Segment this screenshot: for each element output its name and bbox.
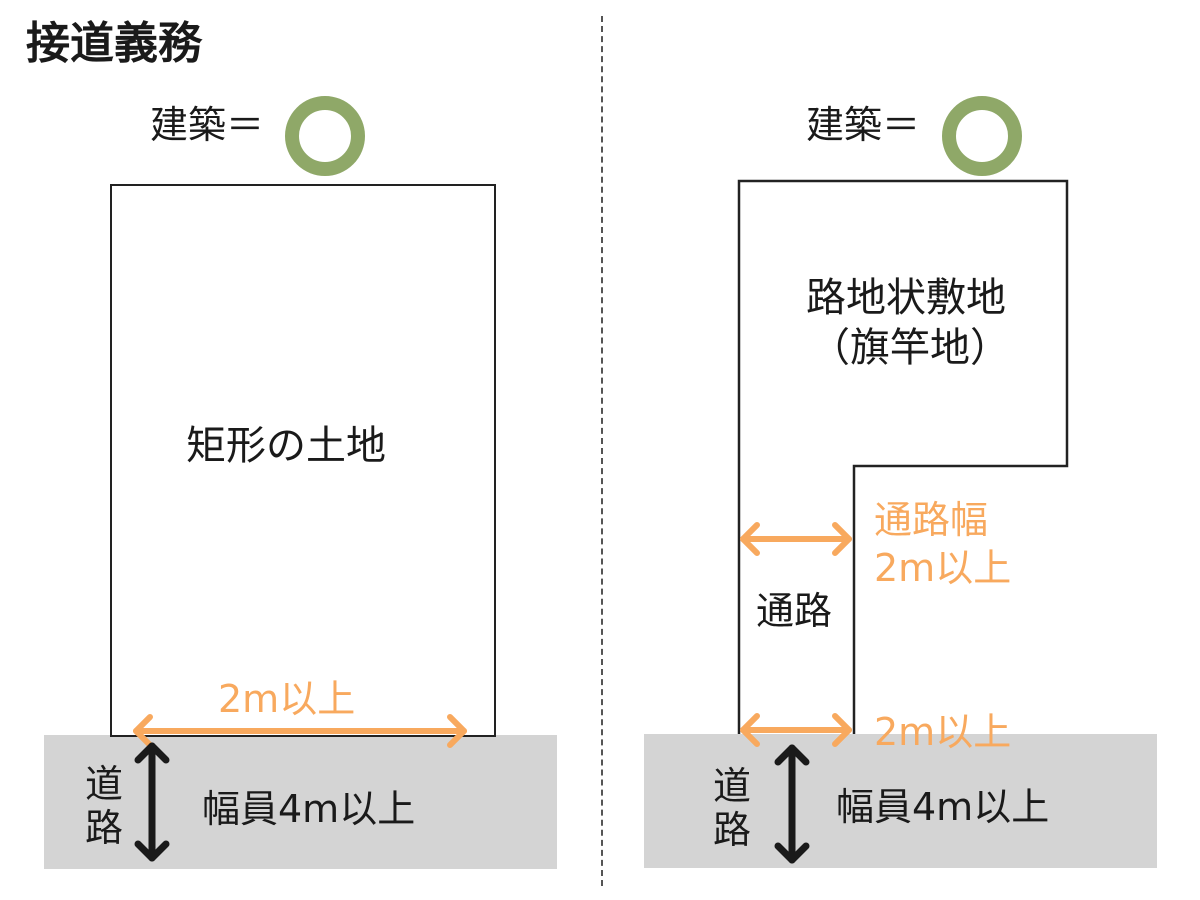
right-passage-width-label-line2: 2m以上 [874,546,1012,590]
left-frontage-label: 2m以上 [218,677,356,721]
right-passage-width-arrow [740,522,852,556]
left-road-width-arrow [134,742,170,862]
right-lot-label-line2: （旗竿地） [810,325,1010,371]
right-verdict-label: 建築＝ [806,103,921,147]
right-road-width-arrow [774,744,810,864]
right-road-width-label: 幅員4m以上 [836,785,1050,829]
left-road-width-label: 幅員4m以上 [202,787,416,831]
right-lot-label-line1: 路地状敷地 [806,275,1006,321]
right-frontage-label: 2m以上 [874,710,1012,754]
right-passage-width-label-line1: 通路幅 [874,498,989,542]
left-road [44,735,557,869]
page-title: 接道義務 [26,18,202,69]
right-flag-lot-outline [737,179,1069,734]
left-verdict-label: 建築＝ [150,103,265,147]
left-rectangular-lot [110,184,496,737]
right-passage-label: 通路 [756,589,833,633]
right-road [644,734,1157,868]
right-road-label: 道路 [712,764,751,852]
right-frontage-arrow [740,713,852,747]
left-road-label: 道路 [84,762,123,850]
left-lot-label: 矩形の土地 [186,423,386,469]
center-divider [601,16,603,886]
left-frontage-arrow [133,714,467,748]
